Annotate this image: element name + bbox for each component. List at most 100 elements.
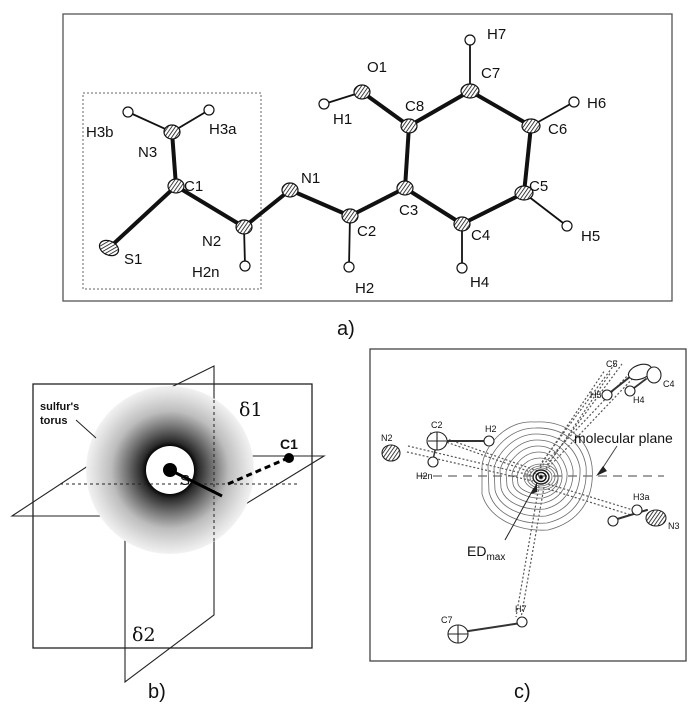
edmax-main: ED [467,543,486,559]
label-molecular-plane: molecular plane [574,430,673,446]
label-o1: O1 [367,59,387,76]
atom-h5 [561,220,573,232]
bond-c4-c3 [403,186,464,226]
torus-label-line2: torus [40,415,68,427]
atom-s-b [163,463,177,477]
caption-c: c) [514,681,531,703]
label-h2n: H2n [192,264,220,281]
label-s-b: S [180,472,190,489]
atom-c2 [341,208,359,224]
label-edmax: EDmax [467,543,505,563]
edmax-arrowhead [531,482,537,494]
panel-c-frame [369,348,687,662]
label-h2: H2 [355,280,374,297]
label-h2n-c: H2n [416,471,433,481]
label-c2: C2 [357,223,376,240]
atom-h3b [122,106,134,118]
bond-c1-n3 [170,130,178,188]
label-n2-c: N2 [381,433,393,443]
atom-c8 [400,118,418,134]
atom-h2n [239,260,251,272]
label-c2-c: C2 [431,420,443,430]
atom-h7-c [516,616,528,628]
atom-c4 [453,216,471,232]
torus-label-pointer [75,419,97,439]
label-c8: C8 [405,98,424,115]
bond-c1-s1 [107,184,178,250]
label-h2-c: H2 [485,424,497,434]
bond-c6-c5 [522,124,533,195]
label-h3a-c: H3a [633,492,650,502]
label-c7: C7 [481,65,500,82]
bond-c8-c7 [407,89,472,128]
bond-c5-h5 [523,192,568,227]
label-n1: N1 [301,170,320,187]
atom-n2 [235,219,253,235]
bond-c5-c4 [460,191,526,226]
label-h5: H5 [581,228,600,245]
atom-c7 [460,83,480,99]
panel-a-atoms [98,34,580,274]
atom-n2-c [381,444,401,462]
atom-h4-c [624,385,636,397]
atom-h4 [456,262,468,274]
panel-c: C5 C4 H5 H4 C2 H2 N2 H2n H3a N3 C7 H7 mo… [369,348,687,703]
label-c4-c: C4 [663,379,675,389]
plane-delta2 [124,365,215,684]
label-h3a: H3a [209,121,237,138]
bond-c8-o1 [360,90,411,128]
label-delta2: δ2 [132,624,156,646]
atom-h3a [203,104,215,116]
atom-n3-c [645,509,667,527]
edmax-pointer [504,487,535,541]
atom-h2 [343,261,355,273]
label-c1: C1 [184,178,203,195]
label-c3: C3 [399,202,418,219]
atom-c1 [167,178,185,194]
label-h3b: H3b [86,124,114,141]
label-c4: C4 [471,227,490,244]
atom-h6 [568,96,580,108]
bond-c1-n2 [174,184,246,229]
edmax-sub: max [486,552,505,563]
label-n3: N3 [138,144,157,161]
label-c6: C6 [548,121,567,138]
label-h1: H1 [333,111,352,128]
bond-c2-c3 [348,186,407,218]
bond-c7-c6 [468,89,533,128]
label-h7: H7 [487,26,506,43]
bond-c3-c8 [403,124,411,190]
atom-o1 [353,84,371,100]
label-c5: C5 [529,178,548,195]
atom-h2n-c [427,456,439,468]
atom-n3 [163,124,181,140]
bond-s-c1-dashed [227,456,289,486]
bond-n1-c2 [288,188,352,218]
caption-a: a) [337,318,355,340]
label-h5-c: H5 [590,390,602,400]
label-h4-c: H4 [633,395,645,405]
label-n2: N2 [202,233,221,250]
atom-s1 [98,239,120,257]
thiosemicarbazide-box [82,92,262,290]
label-c5-c: C5 [606,359,618,369]
bond-n2-n1 [242,188,292,229]
panel-a-labels: O1 H7 C7 C8 H1 H6 C6 H3b H3a N3 N1 C1 C3… [86,26,606,297]
panel-a-frame [62,13,673,302]
caption-b: b) [148,681,166,703]
hbond-lines [406,360,637,619]
label-h4: H4 [470,274,489,291]
atom-h5-c [601,389,613,401]
panel-a: O1 H7 C7 C8 H1 H6 C6 H3b H3a N3 N1 C1 C3… [62,13,673,340]
atom-h2-c [483,435,495,447]
atom-h3a-c [631,504,643,516]
atom-c5 [514,185,534,201]
panel-b: S C1 sulfur's torus δ1 δ2 b) [10,365,326,703]
torus-label-line1: sulfur's [40,401,79,413]
atom-h1 [318,98,330,110]
label-c7-c: C7 [441,615,453,625]
label-s1: S1 [124,251,142,268]
atom-c1-b [284,453,294,463]
label-n3-c: N3 [668,521,680,531]
